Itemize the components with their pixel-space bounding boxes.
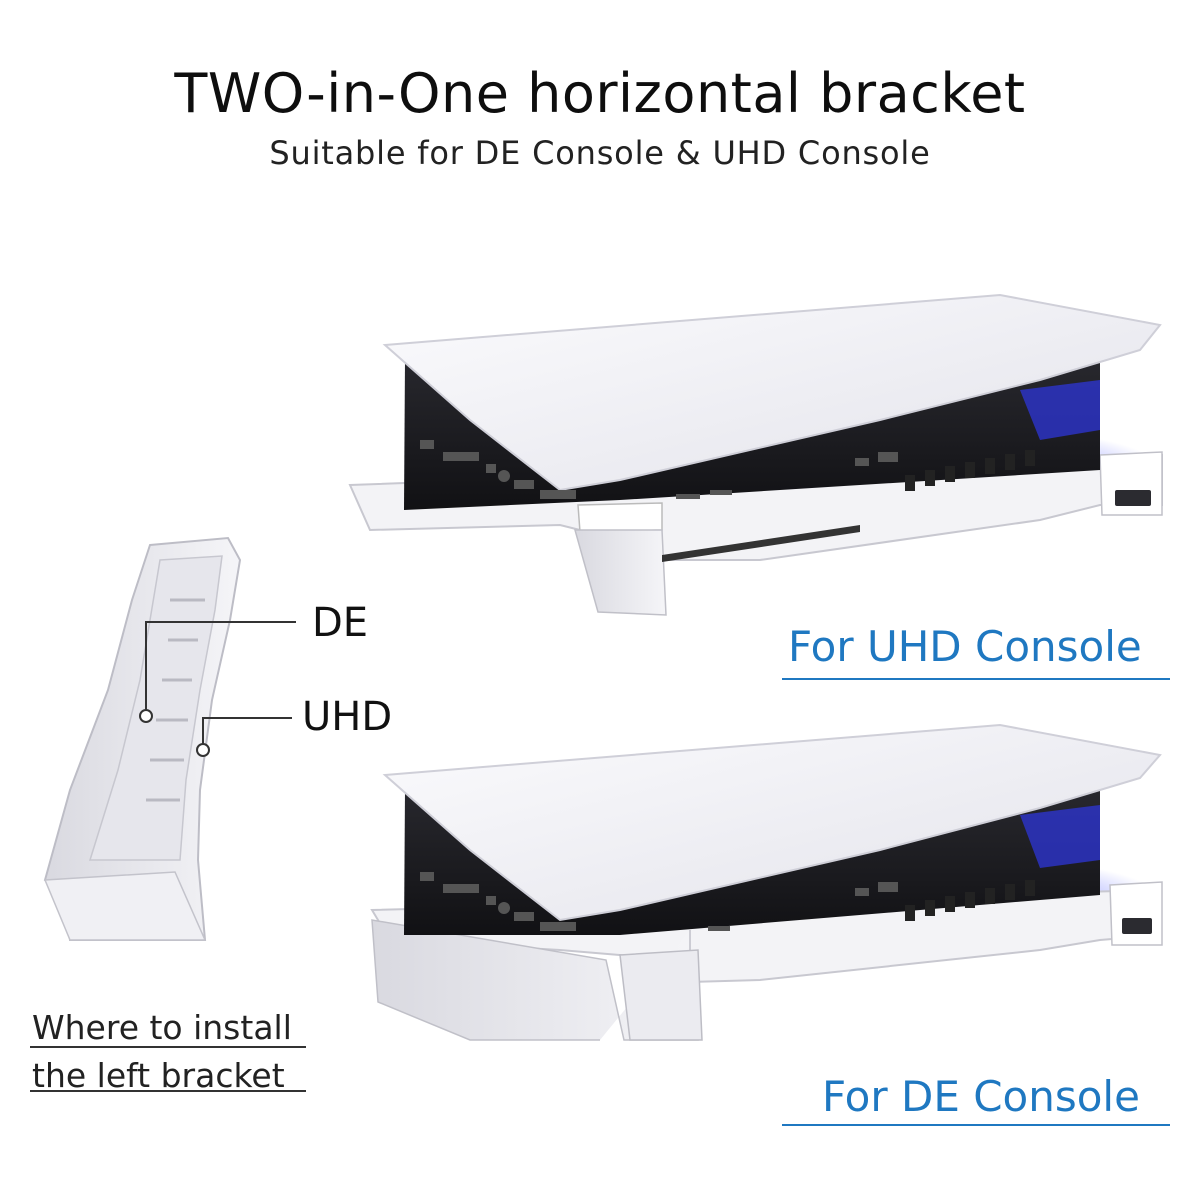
install-note-rule-2: [30, 1090, 306, 1092]
left-bracket-closeup: [43, 536, 296, 941]
uhd-console-caption: For UHD Console: [788, 622, 1142, 671]
uhd-console-image: [348, 293, 1163, 616]
uhd-marker-icon: [196, 743, 210, 757]
de-marker-icon: [139, 709, 153, 723]
install-note-rule-1: [30, 1046, 306, 1048]
install-note: Where to install the left bracket: [32, 1004, 292, 1100]
install-note-line1: Where to install: [32, 1008, 292, 1047]
uhd-caption-underline: [782, 678, 1170, 680]
de-caption-underline: [782, 1124, 1170, 1126]
page-title: TWO-in-One horizontal bracket: [174, 62, 1026, 125]
de-console-caption: For DE Console: [822, 1072, 1140, 1121]
de-console-image: [370, 723, 1163, 1041]
uhd-callout-label: UHD: [302, 694, 393, 740]
install-note-line2: the left bracket: [32, 1056, 285, 1095]
page-subtitle: Suitable for DE Console & UHD Console: [269, 134, 931, 172]
de-callout-label: DE: [312, 600, 369, 646]
